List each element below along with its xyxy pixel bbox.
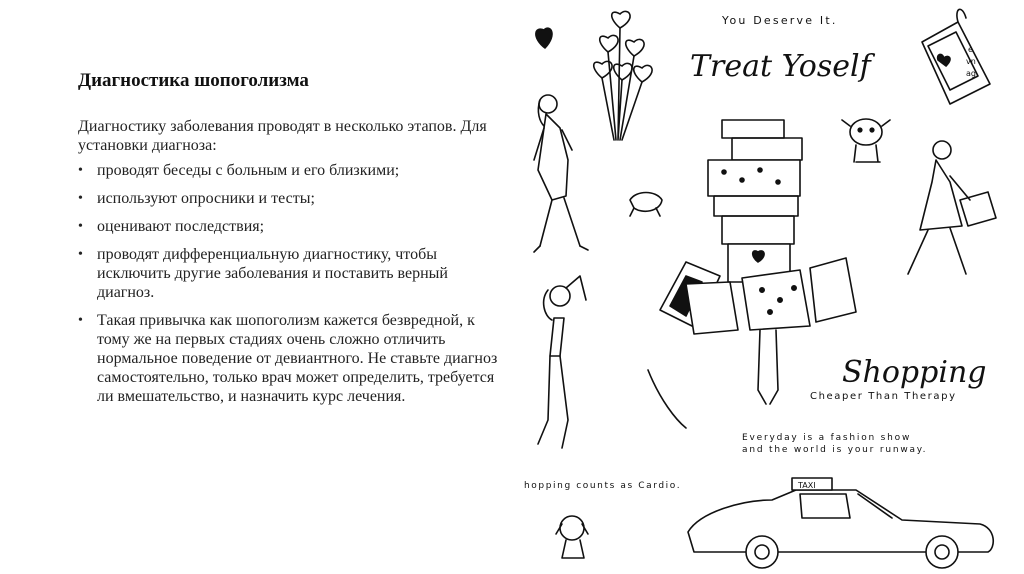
arc-line <box>647 369 687 429</box>
list-item-text: проводят беседы с больным и его близкими… <box>97 161 400 179</box>
bullet-dot: • <box>78 190 83 206</box>
list-item-text: Такая привычка как шопоголизм кажется бе… <box>97 311 498 405</box>
slide-title: Диагностика шопоголизма <box>78 70 309 91</box>
list-item: • используют опросники и тесты; <box>78 189 498 208</box>
woman-posing-icon <box>537 275 587 449</box>
fashion-line-1: Everyday is a fashion show <box>742 433 911 443</box>
heart-icon <box>535 27 553 49</box>
intro-paragraph: Диагностику заболевания проводят в неско… <box>78 117 487 154</box>
taxi-icon: TAXI <box>687 477 995 569</box>
shopping-illustration: You Deserve It. Treat Yoself e vn ag <box>510 0 1024 574</box>
list-item-text: проводят дифференциальную диагностику, ч… <box>97 245 448 301</box>
bullet-dot: • <box>78 162 83 178</box>
bullet-dot: • <box>78 218 83 234</box>
shopping-bags-icon <box>659 257 857 405</box>
list-item: • проводят беседы с больным и его близким… <box>78 161 498 180</box>
woman-with-bags-icon <box>907 140 997 275</box>
heart-balloons-icon <box>592 10 653 141</box>
text-column: Диагностика шопоголизма Диагностику забо… <box>78 70 498 415</box>
list-item: • проводят дифференциальную диагностику, … <box>78 245 498 302</box>
cheaper-text: Cheaper Than Therapy <box>810 391 957 402</box>
bag-tag-text: vn <box>966 57 976 66</box>
treat-yoself-text: Treat Yoself <box>690 49 876 84</box>
taxi-label: TAXI <box>797 481 816 490</box>
gift-boxes-icon <box>707 119 803 283</box>
list-item-text: используют опросники и тесты; <box>97 189 315 207</box>
cardio-text: hopping counts as Cardio. <box>524 481 681 491</box>
list-item-text: оценивают последствия; <box>97 217 265 235</box>
bullet-dot: • <box>78 246 83 262</box>
pug-icon <box>841 118 891 163</box>
list-item: • Такая привычка как шопоголизм кажется б… <box>78 311 498 406</box>
you-deserve-text: You Deserve It. <box>721 14 838 27</box>
bullet-dot: • <box>78 312 83 328</box>
list-item: • оценивают последствия; <box>78 217 498 236</box>
bag-tag-text: e <box>968 45 973 54</box>
shopping-bag-icon: e vn ag <box>921 8 991 105</box>
woman-figure-icon <box>533 94 589 253</box>
puppy-icon <box>555 515 589 559</box>
bullet-list: • проводят беседы с больным и его близким… <box>78 161 498 406</box>
fashion-line-2: and the world is your runway. <box>742 445 927 455</box>
bag-tag-text: ag <box>966 69 976 78</box>
small-dog-icon <box>629 191 663 217</box>
shopping-text: Shopping <box>842 355 986 390</box>
